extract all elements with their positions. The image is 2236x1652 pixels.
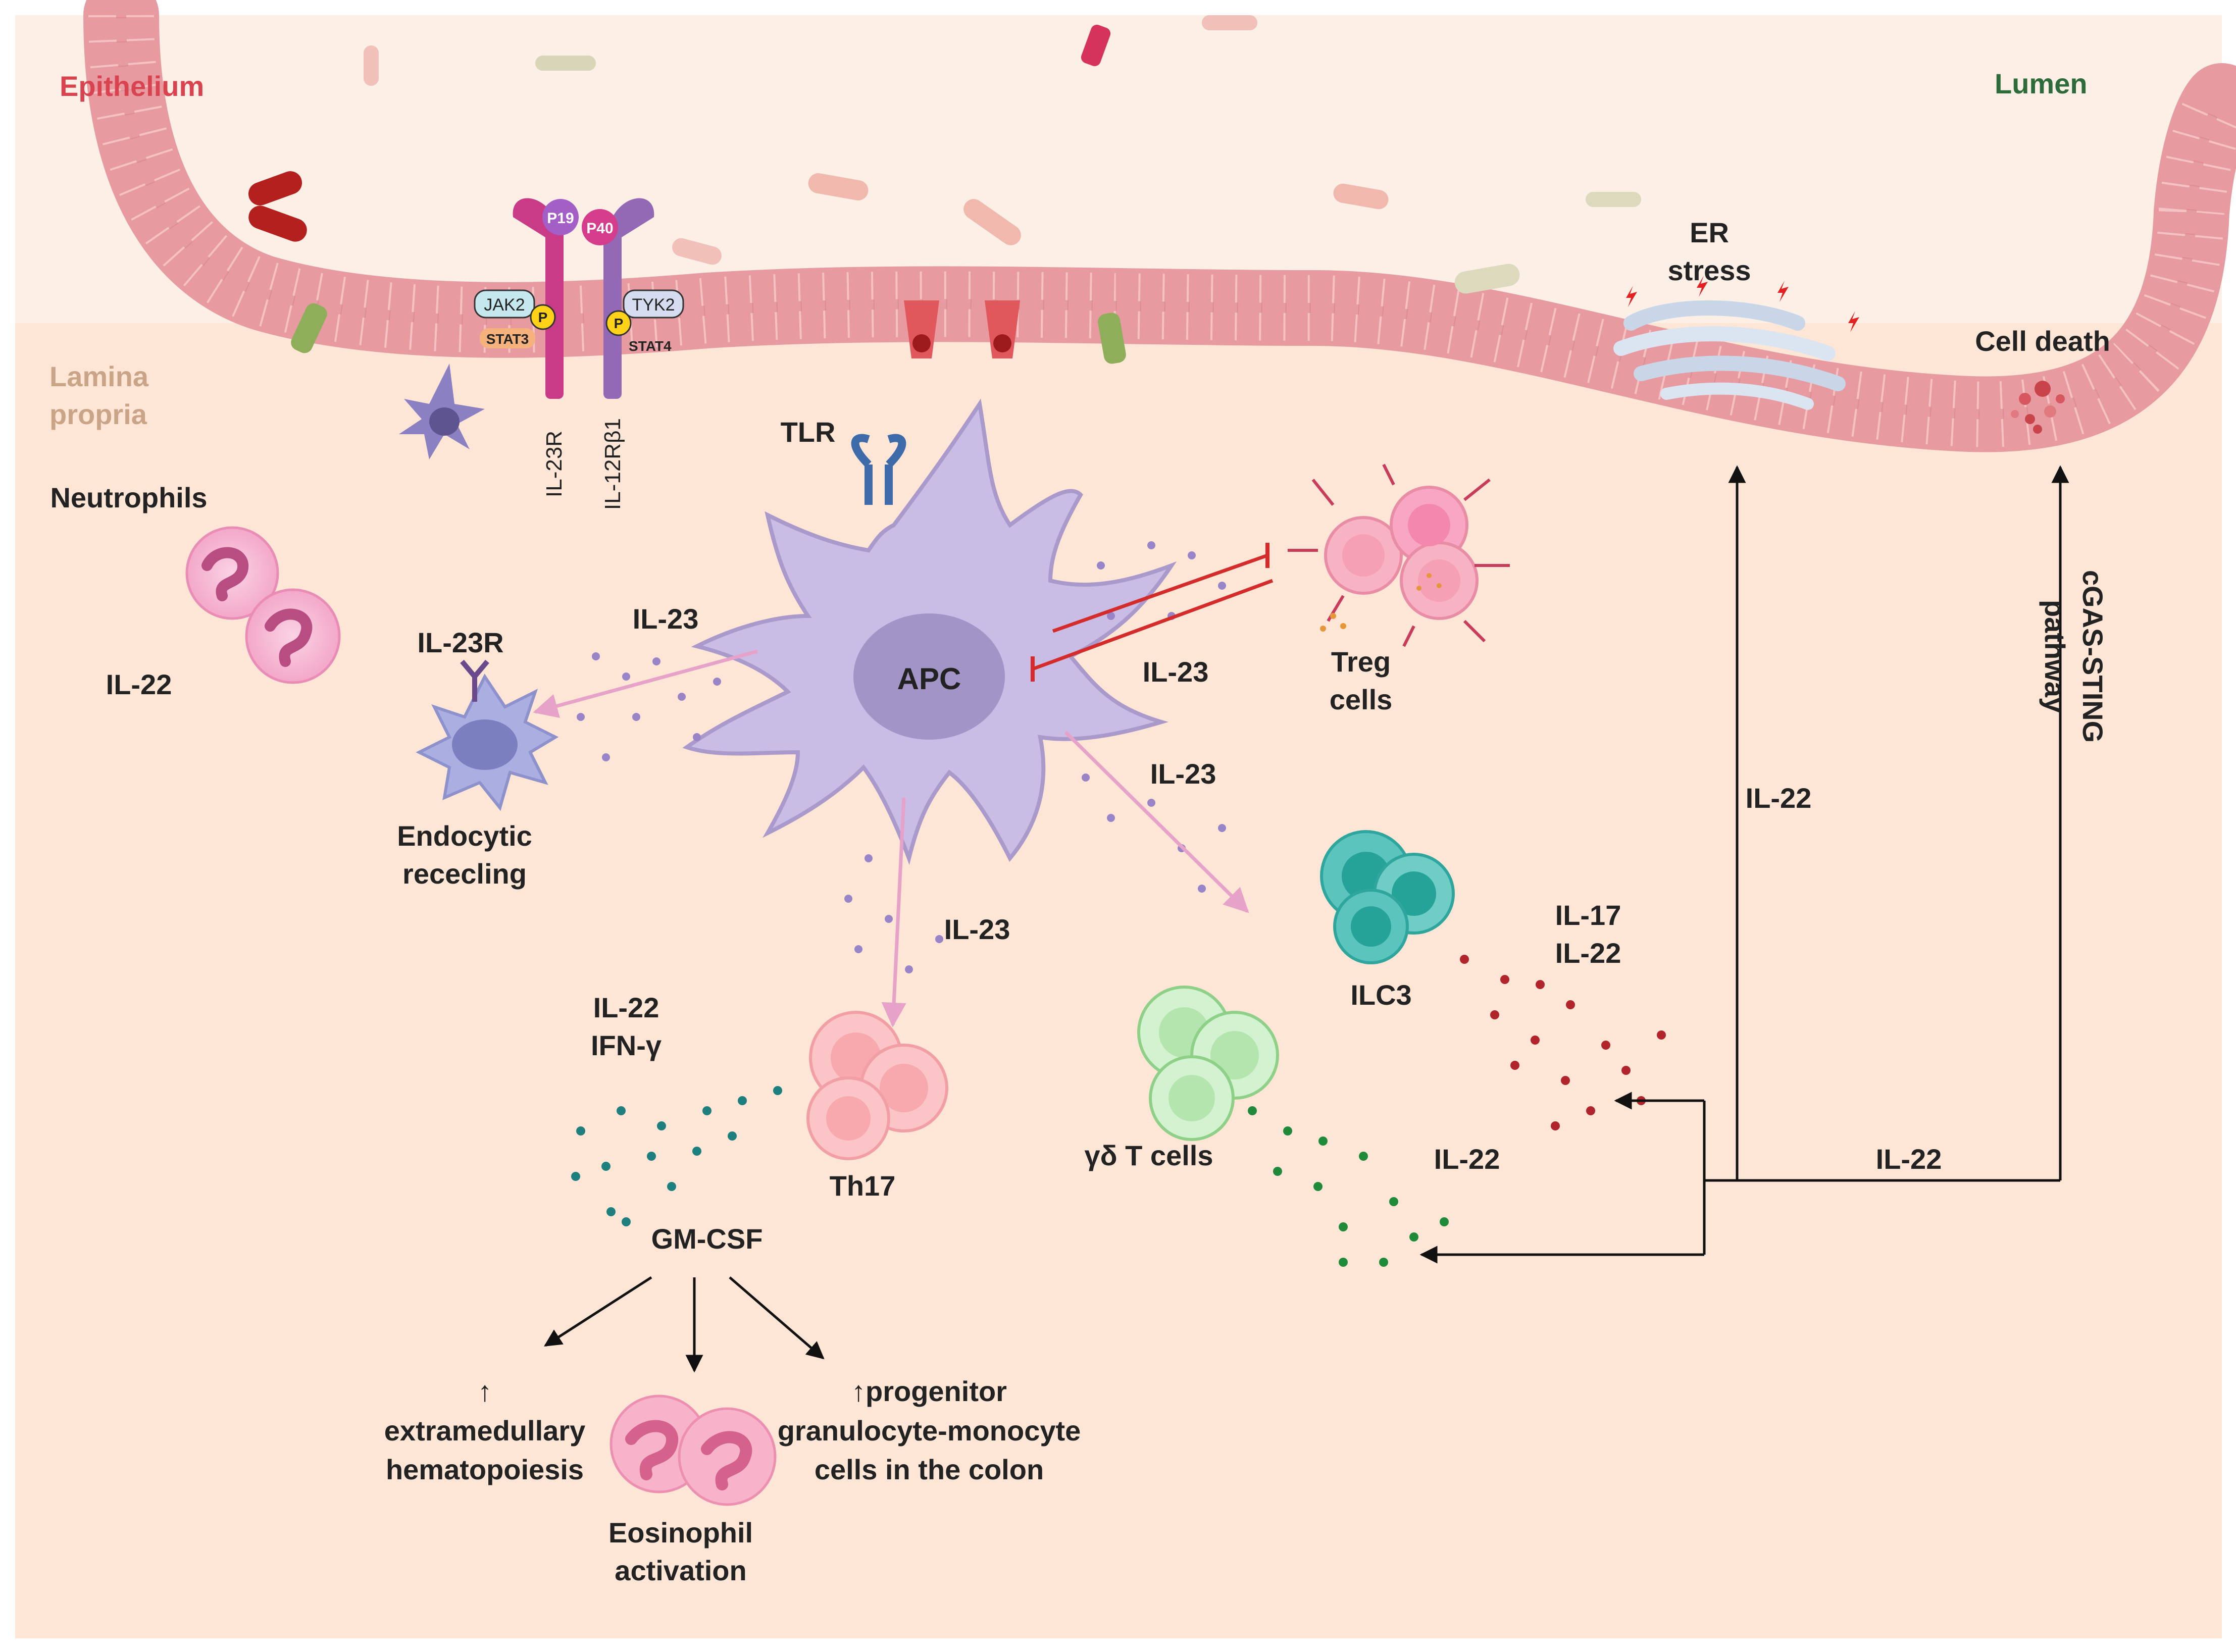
il23-to-endocytic-arrow bbox=[533, 649, 758, 718]
neutrophils-label: Neutrophils bbox=[50, 482, 207, 513]
colon-cells-label: cells in the colon bbox=[815, 1454, 1044, 1485]
ilc3-cells bbox=[1320, 830, 1455, 964]
granulocyte-monocyte-label: granulocyte-monocyte bbox=[778, 1415, 1081, 1447]
ilc3-label: ILC3 bbox=[1350, 979, 1411, 1011]
il22-pathway-arrows bbox=[1419, 465, 2069, 1264]
tyk2-box bbox=[623, 289, 684, 319]
endoplasmic-reticulum bbox=[1613, 276, 1859, 410]
treg-label-1: Treg bbox=[1331, 646, 1391, 678]
paneth-cells bbox=[291, 300, 1126, 364]
progenitor-label: ↑progenitor bbox=[851, 1375, 1007, 1407]
gmcsf-to-progenitor-arrow bbox=[729, 1276, 825, 1360]
stat3-box bbox=[480, 328, 535, 348]
il17-cytokine-dots bbox=[1460, 955, 1666, 1130]
dying-cell bbox=[2011, 381, 2065, 434]
th17-label: Th17 bbox=[830, 1170, 896, 1202]
gdt-label: γδ T cells bbox=[1085, 1140, 1213, 1171]
apc-cell bbox=[682, 398, 1177, 865]
p40-subunit bbox=[582, 209, 618, 245]
th17-cells bbox=[806, 1011, 948, 1160]
il22-vertical-label: IL-22 bbox=[1746, 782, 1812, 814]
stress-label: stress bbox=[1667, 254, 1751, 286]
il23-cytokine-dots bbox=[577, 541, 1226, 973]
il23-receptor-complex: P19 P40 JAK2 P STAT3 TYK2 P STAT4 IL-23R… bbox=[474, 198, 684, 510]
th17-il22-label: IL-22 bbox=[593, 992, 659, 1023]
treg-label-2: cells bbox=[1330, 684, 1393, 715]
treg-cells bbox=[1288, 463, 1510, 647]
il23-treg-label: IL-23 bbox=[1143, 656, 1209, 688]
extramedullary-label: extramedullary bbox=[384, 1415, 585, 1447]
eosinophil-label: Eosinophil bbox=[608, 1517, 753, 1548]
il23r-cell-label: IL-23R bbox=[417, 627, 503, 658]
lamina-propria-label-2: propria bbox=[49, 398, 147, 430]
p19-subunit bbox=[542, 199, 579, 235]
neutrophils-il22-label: IL-22 bbox=[106, 668, 172, 700]
pathway-label: pathway bbox=[2039, 600, 2071, 713]
bacteria-group bbox=[248, 15, 1641, 294]
phospho-jak2 bbox=[530, 304, 556, 330]
neutrophils-cluster bbox=[185, 526, 341, 684]
il23-to-ilc3-arrow bbox=[1064, 731, 1249, 913]
apc-nucleus bbox=[853, 613, 1005, 740]
cgas-sting-label: cGAS-STING bbox=[2077, 570, 2109, 743]
epithelium-layer bbox=[83, 0, 2236, 452]
il23-th17-label: IL-23 bbox=[944, 913, 1010, 945]
gmcsf-to-hematopoiesis-arrow bbox=[544, 1276, 652, 1347]
apc-label: APC bbox=[897, 662, 961, 696]
treg-inhibition bbox=[1031, 543, 1274, 682]
eosinophils bbox=[609, 1395, 777, 1506]
endocytic-label-2: rececling bbox=[402, 858, 527, 890]
intraepithelial-dendritic-cell bbox=[399, 364, 485, 459]
tlr-label: TLR bbox=[781, 416, 836, 448]
tyk2-label: TYK2 bbox=[632, 295, 675, 315]
lumen-background bbox=[15, 15, 2222, 323]
hematopoiesis-label: hematopoiesis bbox=[386, 1454, 584, 1485]
gmcsf-label: GM-CSF bbox=[651, 1223, 763, 1255]
il23-to-th17-arrow bbox=[881, 797, 906, 1027]
endocytic-label-1: Endocytic bbox=[397, 820, 532, 852]
il22-bottom-label: IL-22 bbox=[1876, 1143, 1942, 1175]
gamma-delta-t-cells bbox=[1137, 986, 1279, 1141]
epithelium-label: Epithelium bbox=[60, 70, 204, 102]
cell-death-label: Cell death bbox=[1975, 325, 2110, 357]
il23r-chain-label: IL-23R bbox=[542, 431, 567, 497]
lumen-label: Lumen bbox=[1995, 68, 2088, 99]
jak2-box bbox=[474, 289, 535, 319]
il17-label: IL-17 bbox=[1555, 899, 1621, 931]
activation-label: activation bbox=[615, 1555, 746, 1586]
p19-label: P19 bbox=[547, 210, 574, 227]
il22-gdt-cytokine-dots bbox=[1248, 1106, 1449, 1267]
phospho-tyk2 bbox=[605, 310, 632, 336]
jak2-label: JAK2 bbox=[484, 295, 525, 315]
phospho-tyk2-label: P bbox=[614, 316, 624, 331]
il12rb1-chain-label: IL-12Rβ1 bbox=[600, 418, 625, 510]
er-label: ER bbox=[1690, 217, 1729, 248]
ifng-label: IFN-γ bbox=[591, 1029, 662, 1061]
il23-ilc3-label: IL-23 bbox=[1150, 758, 1216, 790]
p40-label: P40 bbox=[586, 220, 613, 237]
gdt-il22-label: IL-22 bbox=[1434, 1143, 1500, 1175]
stat4-label: STAT4 bbox=[629, 338, 672, 354]
lamina-propria-label-1: Lamina bbox=[49, 360, 149, 392]
ilc3-il22-label: IL-22 bbox=[1555, 937, 1621, 969]
endocytic-cell bbox=[416, 659, 559, 811]
il23-left-label: IL-23 bbox=[633, 603, 699, 635]
extramedullary-arrow-label: ↑ bbox=[478, 1375, 492, 1407]
th17-cytokine-dots bbox=[571, 1086, 782, 1226]
phospho-jak2-label: P bbox=[538, 309, 548, 325]
stat3-label: STAT3 bbox=[486, 331, 529, 347]
